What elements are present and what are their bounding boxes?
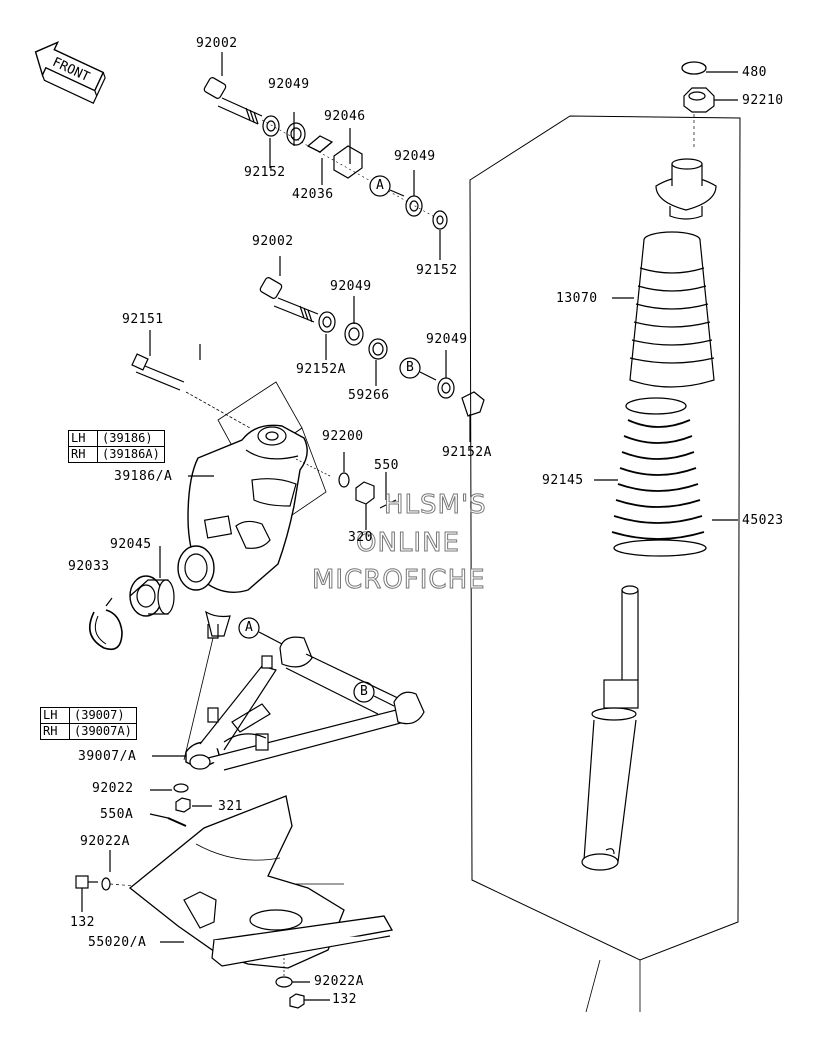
callout-a-lower bbox=[238, 617, 283, 645]
part-label: 13070 bbox=[556, 291, 598, 306]
callout-b-lower-label: B bbox=[360, 684, 369, 699]
side-cell: RH bbox=[69, 447, 98, 462]
part-label: 321 bbox=[218, 799, 243, 814]
part-label: 92210 bbox=[742, 93, 784, 108]
part-label: 55020/A bbox=[88, 935, 147, 950]
part-label: 59266 bbox=[348, 388, 390, 403]
bearing-and-circlip bbox=[88, 575, 175, 651]
callout-a-upper-label: A bbox=[376, 178, 385, 193]
table-row: LH (39007) bbox=[41, 708, 136, 724]
part-label: 92002 bbox=[252, 234, 294, 249]
part-label: 320 bbox=[348, 530, 373, 545]
part-label: 92049 bbox=[426, 332, 468, 347]
callout-b-upper bbox=[399, 357, 437, 381]
watermark-line-3: MICROFICHE bbox=[312, 565, 486, 596]
part-label: 92152A bbox=[442, 445, 492, 460]
damper-body bbox=[581, 585, 639, 871]
part-label: 92045 bbox=[110, 537, 152, 552]
part-label: 550A bbox=[100, 807, 134, 822]
part-label: 92151 bbox=[122, 312, 164, 327]
part-cell: (39186) bbox=[102, 431, 153, 445]
part-label: 92022A bbox=[80, 834, 130, 849]
part-label: 92200 bbox=[322, 429, 364, 444]
part-label: 92049 bbox=[394, 149, 436, 164]
arm-variant-table: LH (39007) RH (39007A) bbox=[40, 707, 137, 740]
part-label: 92049 bbox=[330, 279, 372, 294]
part-label: 92145 bbox=[542, 473, 584, 488]
part-label: 550 bbox=[374, 458, 399, 473]
dust-boot bbox=[629, 231, 715, 388]
part-label: 92152A bbox=[296, 362, 346, 377]
part-label: 132 bbox=[332, 992, 357, 1007]
front-arrow-icon: FRONT bbox=[34, 41, 106, 104]
part-label: 42036 bbox=[292, 187, 334, 202]
part-label: 92152 bbox=[244, 165, 286, 180]
part-label: 45023 bbox=[742, 513, 784, 528]
lower-bolt-assembly bbox=[259, 256, 485, 442]
table-row: RH (39186A) bbox=[69, 447, 164, 462]
part-label: 480 bbox=[742, 65, 767, 80]
part-label: 92022A bbox=[314, 974, 364, 989]
part-cell: (39186A) bbox=[102, 447, 160, 461]
knuckle-variant-table: LH (39186) RH (39186A) bbox=[68, 430, 165, 463]
shock-absorber-assembly bbox=[469, 61, 741, 1013]
watermark-line-2: ONLINE bbox=[356, 528, 460, 559]
side-cell: LH bbox=[41, 708, 70, 723]
table-row: RH (39007A) bbox=[41, 724, 136, 739]
part-label: 132 bbox=[70, 915, 95, 930]
callout-b-upper-label: B bbox=[406, 360, 415, 375]
part-label: 92049 bbox=[268, 77, 310, 92]
part-label: 92033 bbox=[68, 559, 110, 574]
side-cell: LH bbox=[69, 431, 98, 446]
part-cell: (39007) bbox=[74, 708, 125, 722]
part-label: 92046 bbox=[324, 109, 366, 124]
part-label: 39186/A bbox=[114, 469, 173, 484]
part-label: 92002 bbox=[196, 36, 238, 51]
skid-plate bbox=[128, 795, 394, 1009]
coil-spring bbox=[611, 397, 707, 557]
watermark-line-1: HLSM'S bbox=[384, 490, 487, 521]
steering-knuckle bbox=[131, 353, 327, 761]
castle-nut-and-pin bbox=[293, 452, 397, 530]
callout-a-upper bbox=[369, 175, 405, 197]
part-label: 39007/A bbox=[78, 749, 137, 764]
table-row: LH (39186) bbox=[69, 431, 164, 447]
upper-bolt-assembly bbox=[203, 52, 448, 260]
side-cell: RH bbox=[41, 724, 70, 739]
part-label: 92022 bbox=[92, 781, 134, 796]
part-cell: (39007A) bbox=[74, 724, 132, 738]
callout-a-lower-label: A bbox=[245, 620, 254, 635]
a-arm bbox=[185, 636, 425, 771]
part-label: 92152 bbox=[416, 263, 458, 278]
